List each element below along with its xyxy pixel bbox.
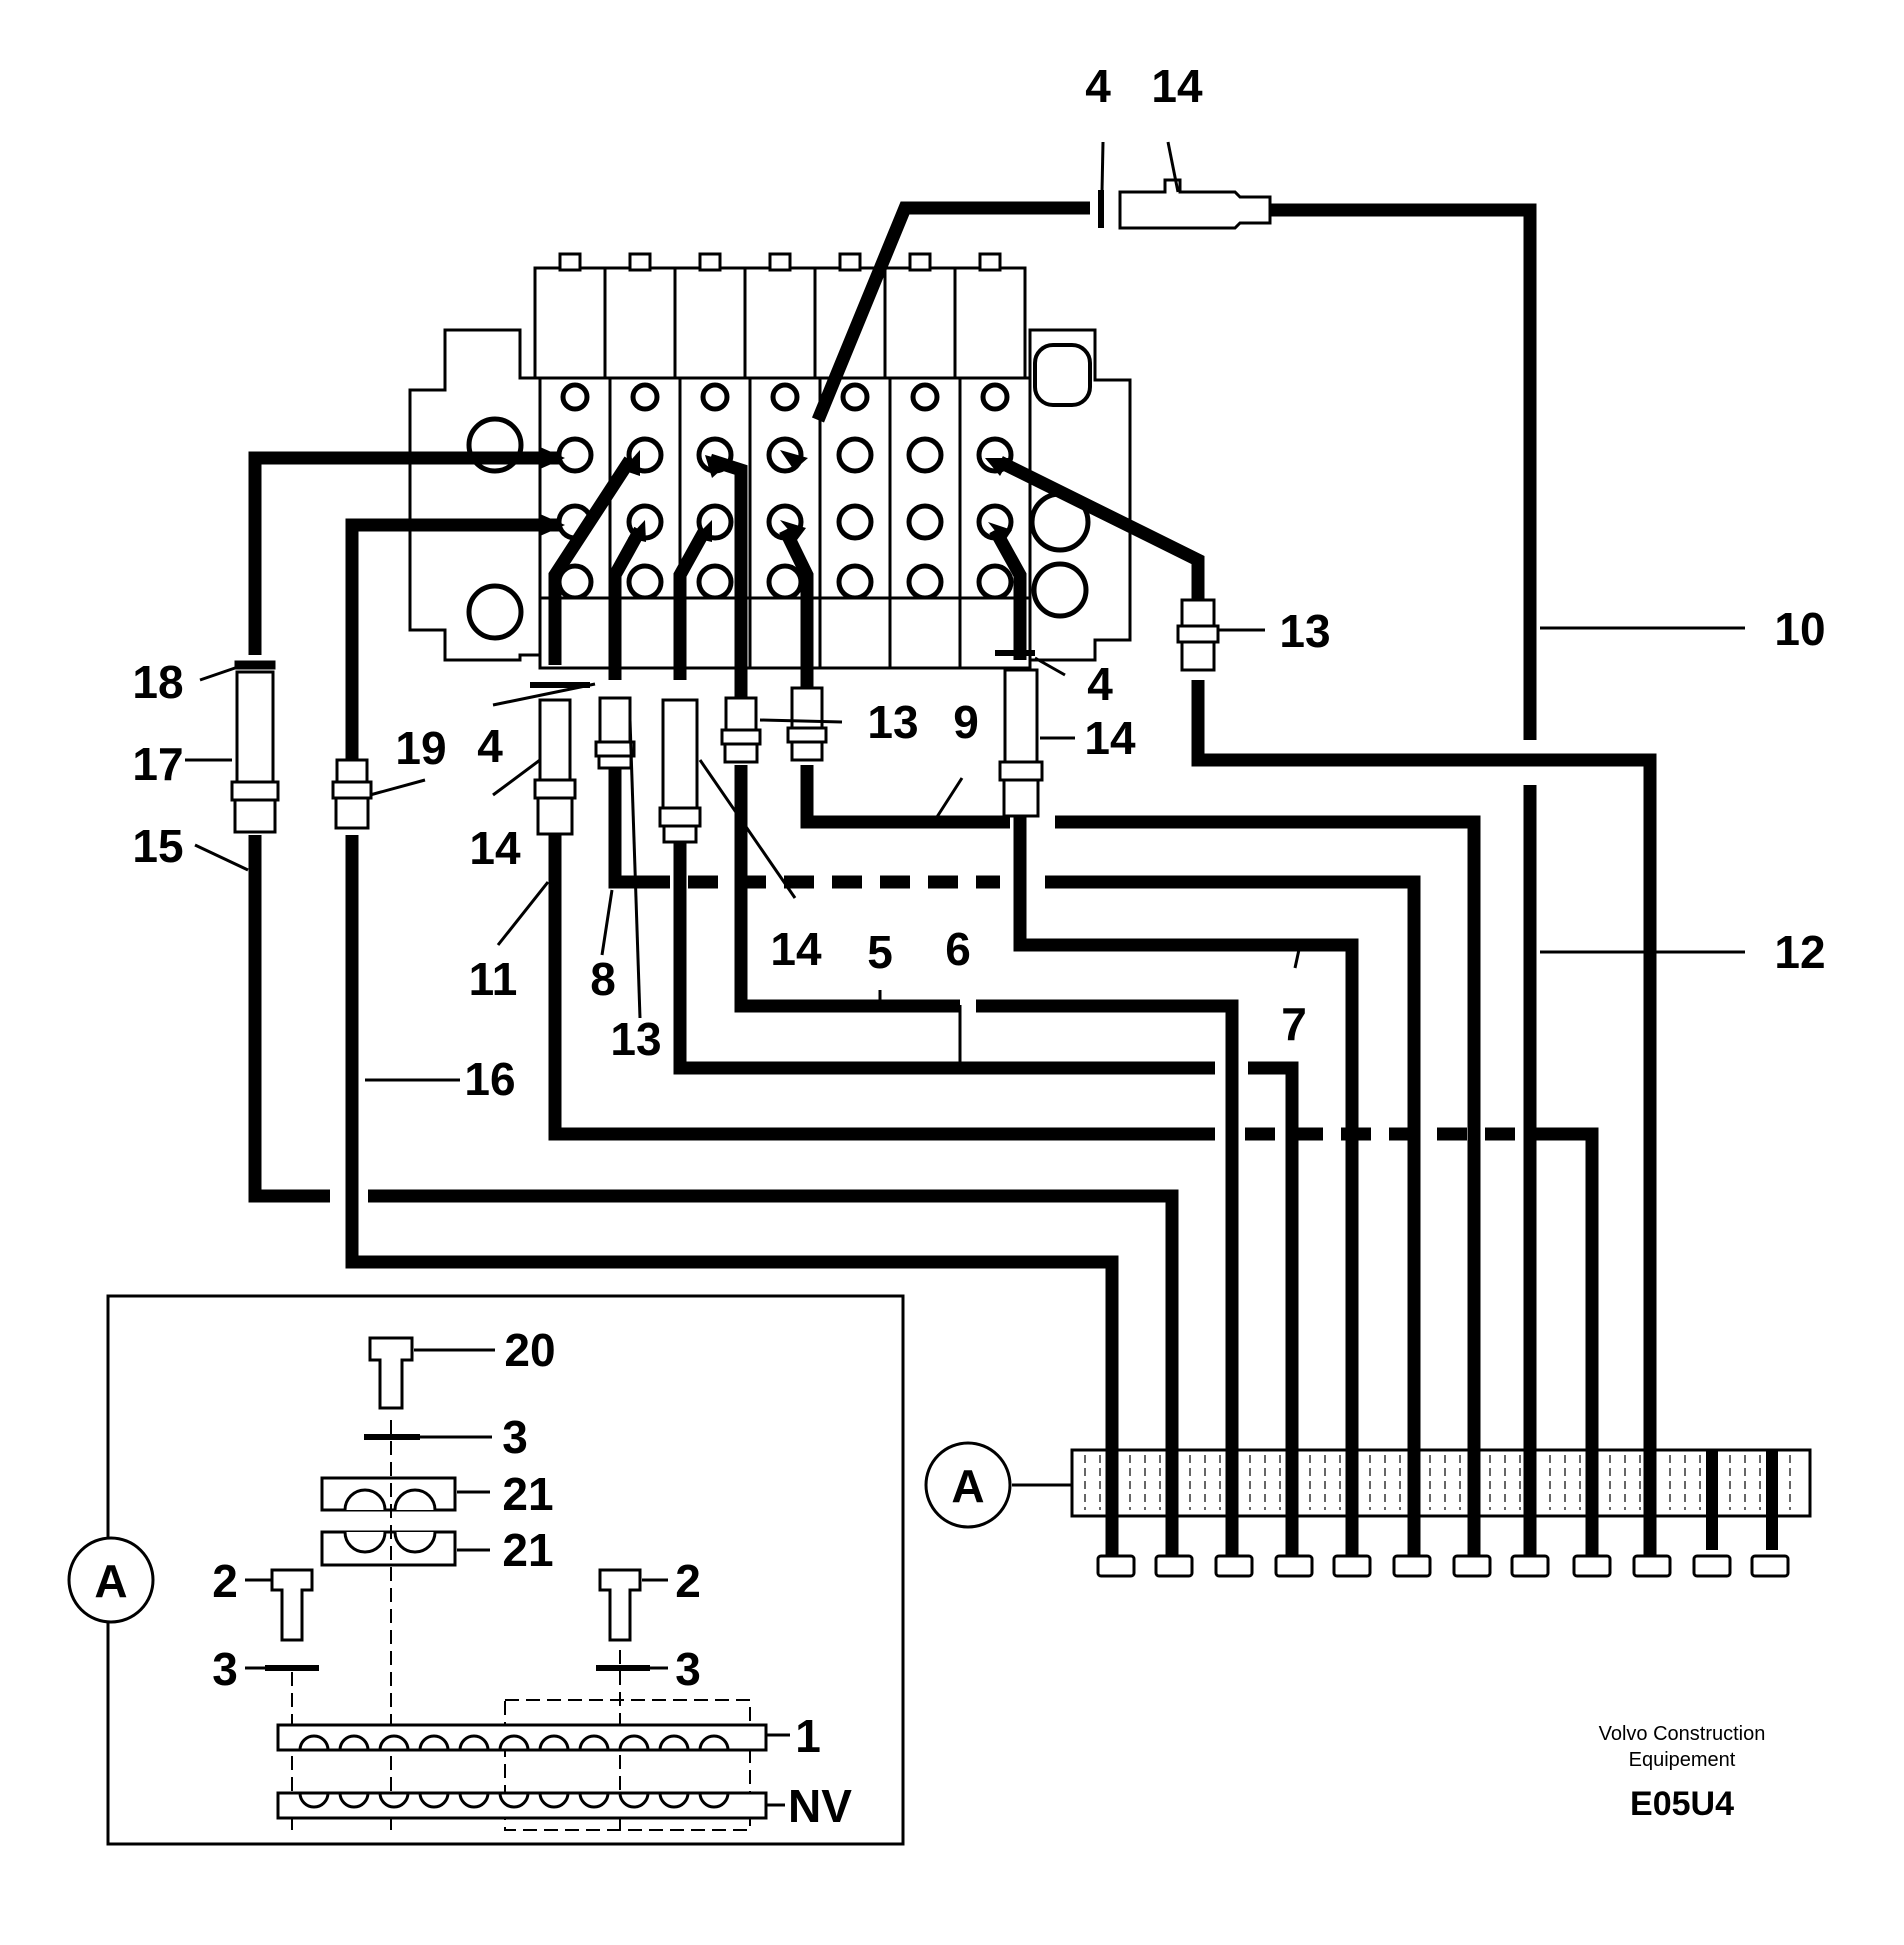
callout-17: 17 bbox=[132, 738, 183, 790]
detail-a-marker bbox=[67, 1536, 155, 1624]
company-line-1: Volvo Construction bbox=[1599, 1723, 1766, 1745]
callout-12: 12 bbox=[1774, 926, 1825, 978]
callouts: 4 14 10 13 4 14 9 13 4 18 17 15 19 14 11… bbox=[132, 60, 1825, 1105]
leader-lines bbox=[185, 141, 1745, 1082]
o-rings bbox=[530, 650, 1035, 688]
detail-marker-text: A bbox=[94, 1555, 127, 1607]
hose-11 bbox=[548, 835, 1215, 1141]
detail-callout-21-lower: 21 bbox=[502, 1524, 553, 1576]
control-valve-block bbox=[408, 252, 1132, 670]
hose-8 bbox=[608, 765, 640, 889]
callout-14-mid: 14 bbox=[770, 923, 822, 975]
hose-16 bbox=[345, 835, 1119, 1555]
hose-5 bbox=[734, 765, 960, 1013]
detail-callout-2-right: 2 bbox=[675, 1555, 701, 1607]
hose-fittings bbox=[230, 598, 1220, 844]
hose-7 bbox=[1013, 810, 1359, 1555]
manifold-detail-marker bbox=[924, 1441, 1012, 1529]
callout-13-mid: 13 bbox=[867, 696, 918, 748]
hose-6 bbox=[673, 840, 1215, 1075]
callout-7: 7 bbox=[1281, 998, 1307, 1050]
callout-13-low: 13 bbox=[610, 1013, 661, 1065]
port-arrows bbox=[540, 447, 1012, 542]
hose-10 bbox=[1270, 203, 1537, 740]
hose-15 bbox=[248, 835, 330, 1203]
top-o-ring bbox=[1098, 190, 1104, 228]
callout-14-left: 14 bbox=[469, 822, 521, 874]
drawing-code: E05U4 bbox=[1630, 1785, 1734, 1823]
callout-11: 11 bbox=[469, 953, 518, 1005]
detail-callout-nv: NV bbox=[788, 1780, 852, 1832]
callout-13-right: 13 bbox=[1279, 605, 1330, 657]
callout-15: 15 bbox=[132, 820, 183, 872]
callout-14-right: 14 bbox=[1084, 712, 1136, 764]
detail-callout-3-top: 3 bbox=[502, 1411, 528, 1463]
callout-9: 9 bbox=[953, 696, 979, 748]
manifold-marker-text: A bbox=[951, 1460, 984, 1512]
callout-19: 19 bbox=[395, 722, 446, 774]
top-fitting-assembly bbox=[1098, 141, 1272, 230]
callout-4-right: 4 bbox=[1087, 658, 1113, 710]
detail-callout-3-right: 3 bbox=[675, 1643, 701, 1695]
callout-6: 6 bbox=[945, 923, 971, 975]
detail-callout-21-upper: 21 bbox=[502, 1468, 553, 1520]
callout-5: 5 bbox=[867, 926, 893, 978]
callout-10: 10 bbox=[1774, 603, 1825, 655]
manifold-block: A bbox=[924, 1441, 1812, 1578]
detail-callout-1: 1 bbox=[795, 1710, 821, 1762]
hose-9 bbox=[800, 765, 1010, 829]
company-line-2: Equipement bbox=[1629, 1749, 1736, 1771]
detail-callout-3-left: 3 bbox=[212, 1643, 238, 1695]
solenoid-caps bbox=[533, 252, 1027, 380]
detail-callout-20: 20 bbox=[504, 1324, 555, 1376]
callout-14-top: 14 bbox=[1151, 60, 1203, 112]
manifold-nuts bbox=[1096, 1554, 1790, 1578]
detail-a-panel: A 20 3 21 21 2 2 3 3 bbox=[67, 1294, 905, 1846]
callout-18: 18 bbox=[132, 656, 183, 708]
callout-4-top: 4 bbox=[1085, 60, 1111, 112]
hose-12 bbox=[1191, 680, 1657, 1555]
footer: Volvo Construction Equipement E05U4 bbox=[1599, 1723, 1766, 1823]
callout-8: 8 bbox=[590, 953, 616, 1005]
callout-4-left: 4 bbox=[477, 720, 503, 772]
callout-16: 16 bbox=[464, 1053, 515, 1105]
detail-callout-2-left: 2 bbox=[212, 1555, 238, 1607]
